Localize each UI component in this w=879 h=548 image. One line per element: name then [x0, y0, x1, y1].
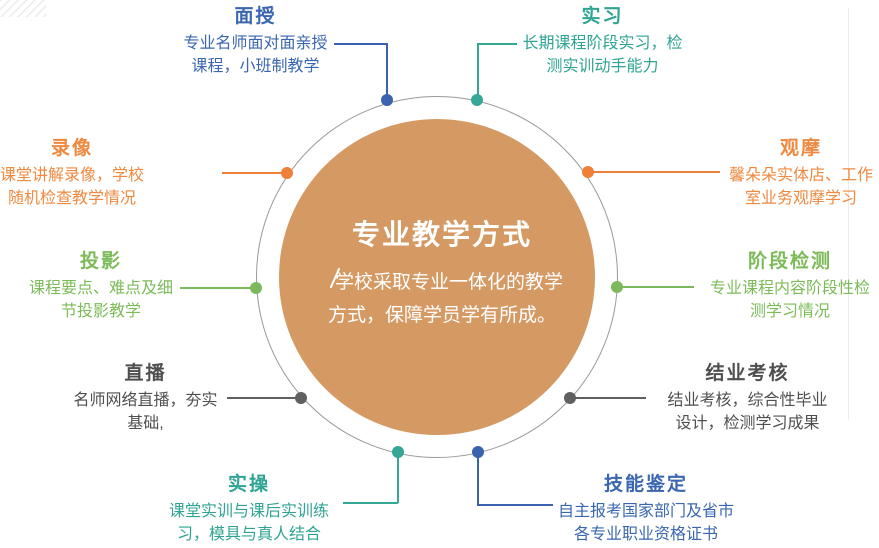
- dot-face-to-face: [381, 94, 393, 106]
- node-recording-desc: 课堂讲解录像，学校 随机检查教学情况: [0, 167, 144, 207]
- node-face-to-face: 面授 专业名师面对面亲授 课程，小班制教学: [148, 4, 363, 78]
- node-recording: 录像 课堂讲解录像，学校 随机检查教学情况: [0, 136, 156, 210]
- node-projection-label: 投影: [79, 251, 122, 272]
- node-stage-test-desc: 专业课程内容阶段性检 测学习情况: [709, 280, 870, 320]
- dot-projection: [250, 282, 262, 294]
- node-recording-label: 录像: [50, 138, 93, 159]
- node-internship-label: 实习: [581, 6, 624, 27]
- connector-stage-test: [621, 286, 694, 288]
- node-live-stream: 直播 名师网络直播，夯实 基础,: [58, 361, 233, 435]
- dot-final-assessment: [564, 392, 576, 404]
- node-projection-desc: 课程要点、难点及细 节投影教学: [28, 280, 173, 320]
- node-internship: 实习 长期课程阶段实习，检 测实训动手能力: [515, 4, 690, 78]
- node-final-assessment: 结业考核 结业考核，综合性毕业 设计，检测学习成果: [655, 361, 840, 435]
- diagram-subtitle: 学校采取专业一体化的教学 方式，保障学员学有所成。: [307, 266, 577, 332]
- node-skill-certification-label: 技能鉴定: [603, 474, 688, 495]
- connector-practice: [397, 452, 399, 503]
- node-stage-test-label: 阶段检测: [747, 251, 832, 272]
- connector-skill-certification: [477, 504, 553, 506]
- dot-recording: [281, 167, 293, 179]
- dot-internship: [471, 94, 483, 106]
- node-skill-certification-desc: 自主报考国家部门及省市 各专业职业资格证书: [557, 503, 734, 543]
- node-observation-desc: 馨朵朵实体店、工作 室业务观摩学习: [728, 167, 873, 207]
- node-observation-label: 观摩: [779, 138, 822, 159]
- node-practice: 实操 课堂实训与课后实训练 习，模具与真人结合: [155, 472, 343, 546]
- connector-final-assessment: [574, 397, 646, 399]
- connector-face-to-face: [334, 43, 387, 45]
- corner-hatch-artifact: [0, 0, 46, 17]
- node-stage-test: 阶段检测 专业课程内容阶段性检 测学习情况: [700, 249, 879, 323]
- connector-recording: [222, 172, 287, 174]
- node-final-assessment-label: 结业考核: [705, 363, 790, 384]
- node-live-stream-desc: 名师网络直播，夯实 基础,: [73, 392, 218, 432]
- dot-observation: [582, 166, 594, 178]
- connector-observation: [592, 171, 720, 173]
- connector-internship: [477, 43, 479, 100]
- connector-projection: [180, 287, 256, 289]
- diagram-subtitle-line: 学校采取专业一体化的教学: [334, 272, 563, 293]
- node-projection: 投影 课程要点、难点及细 节投影教学: [22, 249, 180, 323]
- diagram-title: 专业教学方式: [351, 219, 532, 250]
- node-face-to-face-label: 面授: [234, 6, 277, 27]
- connector-practice: [343, 502, 398, 504]
- node-observation: 观摩 馨朵朵实体店、工作 室业务观摩学习: [722, 136, 879, 210]
- node-live-stream-label: 直播: [124, 363, 167, 384]
- connector-live-stream: [227, 397, 301, 399]
- center-text-block: 专业教学方式 学校采取专业一体化的教学 方式，保障学员学有所成。: [307, 218, 577, 332]
- dot-stage-test: [611, 281, 623, 293]
- connector-face-to-face: [386, 43, 388, 100]
- node-skill-certification: 技能鉴定 自主报考国家部门及省市 各专业职业资格证书: [554, 472, 738, 546]
- diagram-subtitle-line: 方式，保障学员学有所成。: [327, 305, 556, 326]
- node-face-to-face-desc: 专业名师面对面亲授 课程，小班制教学: [183, 35, 328, 75]
- center-circle: [279, 119, 595, 435]
- node-final-assessment-desc: 结业考核，综合性毕业 设计，检测学习成果: [667, 392, 828, 432]
- node-practice-desc: 课堂实训与课后实训练 习，模具与真人结合: [168, 503, 329, 543]
- dot-live-stream: [295, 392, 307, 404]
- outer-ring: [256, 96, 618, 458]
- node-practice-label: 实操: [227, 474, 270, 495]
- right-edge-divider: [848, 8, 849, 420]
- connector-internship: [477, 43, 517, 45]
- connector-skill-certification: [477, 452, 479, 505]
- node-internship-desc: 长期课程阶段实习，检 测实训动手能力: [522, 35, 683, 75]
